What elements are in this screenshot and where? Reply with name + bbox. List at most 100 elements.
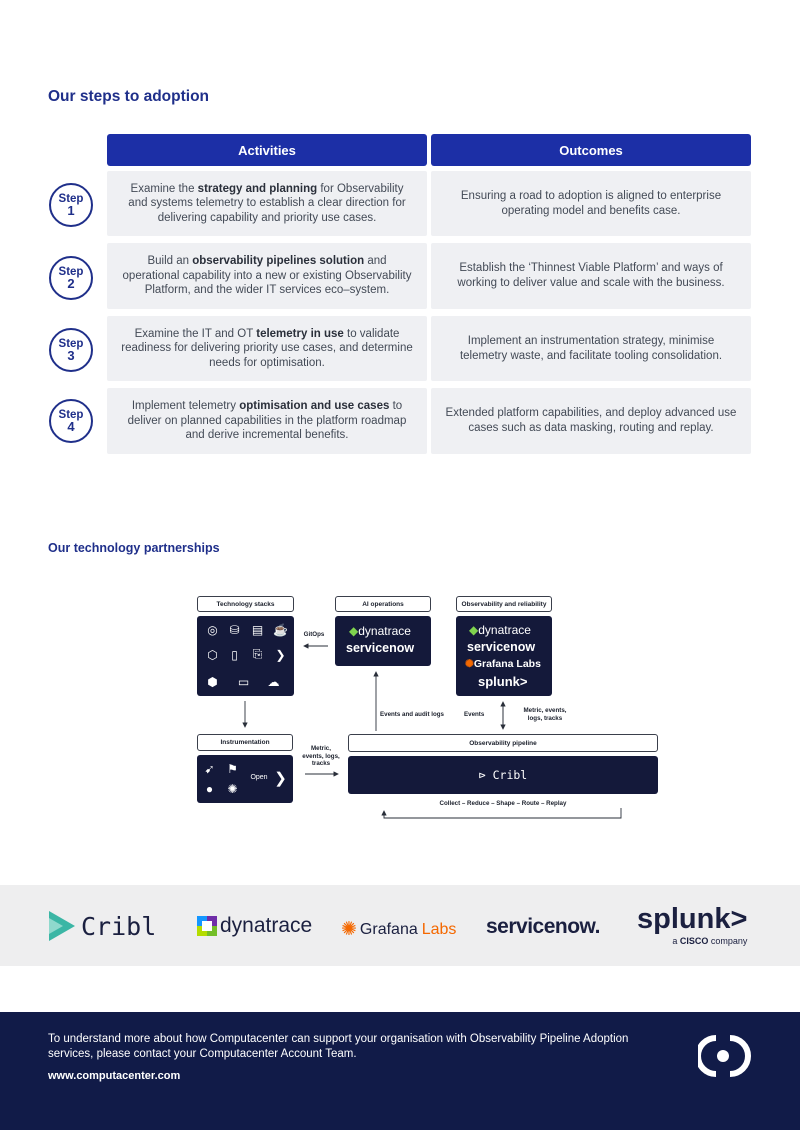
step-label: Step: [58, 338, 84, 350]
outcome-cell-4: Extended platform capabilities, and depl…: [431, 388, 751, 454]
step-label: Step: [58, 409, 84, 421]
label-metric-events-right: Metric, events, logs, tracks: [523, 707, 567, 722]
label-technology-stacks: Technology stacks: [197, 596, 294, 612]
outcome-cell-2: Establish the ‘Thinnest Viable Platform’…: [431, 243, 751, 309]
servicenow-logo: servicenow: [346, 641, 415, 655]
cube-icon: ⬡: [207, 647, 218, 662]
splunk-band-logo: splunk> a CISCO company: [637, 904, 747, 946]
splunk-sub-a: a: [672, 936, 678, 946]
servicenow-band-logo: servicenow.: [486, 915, 600, 938]
chevron-right-icon: ❯: [275, 647, 286, 662]
activity-text: to deliver on planned capabilities in th…: [127, 400, 407, 442]
activity-text: for Observability and systems telemetry …: [128, 182, 406, 224]
github-icon: ●: [205, 781, 214, 796]
footer-contact-text: To understand more about how Computacent…: [48, 1033, 629, 1060]
label-observability-reliability: Observability and reliability: [456, 596, 552, 612]
grafana-wordmark: Grafana: [359, 920, 418, 938]
step-label: Step: [58, 193, 84, 205]
grafana-logo: ✺Grafana Labs: [465, 658, 541, 670]
footer: [0, 1012, 800, 1130]
ai-operations-panel: ◆dynatrace servicenow: [335, 616, 431, 666]
step-number: 3: [67, 348, 75, 363]
observability-pipeline-panel: ⊳ Cribl: [348, 756, 658, 794]
observability-reliability-panel: ◆dynatrace servicenow ✺Grafana Labs splu…: [456, 616, 552, 696]
computacenter-logo-icon: [698, 1035, 751, 1077]
dynatrace-text: dynatrace: [358, 624, 411, 638]
cribl-wordmark: Cribl: [81, 911, 157, 941]
section-title-adoption: Our steps to adoption: [48, 88, 210, 105]
dynatrace-logo: ◆dynatrace: [349, 624, 411, 638]
activity-bold: observability pipelines solution: [192, 255, 365, 268]
activity-text: Implement telemetry: [131, 400, 240, 413]
dynatrace-wordmark: dynatrace: [220, 914, 313, 937]
step-badge-4: Step 4: [49, 399, 93, 443]
column-header-outcomes: Outcomes: [431, 134, 751, 166]
server-icon: ▤: [251, 622, 264, 637]
grafana-labs-wordmark: Labs: [421, 920, 457, 938]
label-collect-reduce: Collect – Reduce – Shape – Route – Repla…: [439, 800, 567, 807]
monitor-icon: ▭: [237, 674, 250, 689]
arrow-replay-loop: [381, 808, 622, 819]
cribl-mark-icon: [49, 911, 75, 941]
step-label: Step: [58, 266, 84, 278]
step-badge-1: Step 1: [49, 183, 93, 227]
opentelemetry-icon: Open: [250, 774, 268, 781]
dynatrace-logo: ◆dynatrace: [469, 623, 531, 637]
splunk-logo: splunk>: [478, 674, 528, 689]
splunk-wordmark: splunk>: [637, 903, 748, 935]
grafana-band-logo: ✺ Grafana Labs: [341, 918, 456, 941]
dynatrace-mark-icon: [197, 916, 217, 936]
activity-text: to validate readiness for delivering pri…: [121, 327, 413, 369]
grafana-mark-icon: ✺: [341, 919, 357, 940]
activity-bold: strategy and planning: [197, 182, 318, 195]
step-number: 2: [67, 276, 75, 291]
flag-icon: ⚑: [227, 761, 238, 776]
cribl-logo: ⊳ Cribl: [478, 768, 528, 782]
partner-logo-band: [0, 885, 800, 966]
activity-cell-4: Implement telemetry optimisation and use…: [107, 388, 427, 454]
cloud-icon: ☁: [267, 674, 280, 689]
activity-bold: telemetry in use: [256, 327, 344, 340]
label-events: Events: [464, 711, 485, 718]
grafana-icon: ✺: [227, 781, 238, 796]
activity-text: Build an: [147, 255, 193, 268]
java-icon: ☕: [273, 622, 288, 637]
globe-icon: ◎: [207, 622, 218, 637]
section-title-partnerships: Our technology partnerships: [48, 541, 220, 555]
cribl-band-logo: Cribl: [49, 911, 156, 941]
activity-cell-3: Examine the IT and OT telemetry in use t…: [107, 316, 427, 381]
grafana-text: Grafana Labs: [473, 658, 541, 670]
label-events-audit-logs: Events and audit logs: [380, 711, 444, 718]
devices-icon: ▯: [231, 647, 238, 662]
step-number: 4: [67, 419, 75, 434]
footer-website-link[interactable]: www.computacenter.com: [48, 1070, 181, 1082]
label-metric-events-left: Metric, events, logs, tracks: [302, 745, 340, 767]
nodejs-icon: ⬢: [207, 674, 218, 689]
dynatrace-text: dynatrace: [478, 623, 531, 637]
instrumentation-panel: ➹ ⚑ Open ❯ ● ✺: [197, 755, 293, 803]
label-instrumentation: Instrumentation: [197, 734, 293, 751]
label-gitops: GitOps: [303, 631, 325, 638]
outcome-cell-1: Ensuring a road to adoption is aligned t…: [431, 171, 751, 236]
step-badge-2: Step 2: [49, 256, 93, 300]
step-badge-3: Step 3: [49, 328, 93, 372]
step-number: 1: [67, 203, 75, 218]
outcome-cell-3: Implement an instrumentation strategy, m…: [431, 316, 751, 381]
label-observability-pipeline: Observability pipeline: [348, 734, 658, 752]
activity-cell-2: Build an observability pipelines solutio…: [107, 243, 427, 309]
splunk-sub-c: company: [710, 936, 748, 946]
activity-text: Examine the IT and OT: [134, 327, 257, 340]
activity-cell-1: Examine the strategy and planning for Ob…: [107, 171, 427, 236]
login-icon: ⎘: [252, 647, 263, 661]
bird-icon: ➹: [204, 761, 215, 776]
database-icon: ⛁: [229, 622, 240, 637]
splunk-sub-b: CISCO: [679, 936, 709, 946]
activity-text: and operational capability into a new or…: [122, 255, 412, 297]
label-ai-operations: AI operations: [335, 596, 431, 612]
cribl-text: Cribl: [492, 768, 528, 782]
dynatrace-band-logo: dynatrace: [196, 914, 312, 938]
activity-text: Examine the: [130, 182, 198, 195]
column-header-activities: Activities: [107, 134, 427, 166]
technology-stacks-panel: ◎ ⛁ ▤ ☕ ⬡ ▯ ⎘ ❯ ⬢ ▭ ☁: [197, 616, 294, 696]
